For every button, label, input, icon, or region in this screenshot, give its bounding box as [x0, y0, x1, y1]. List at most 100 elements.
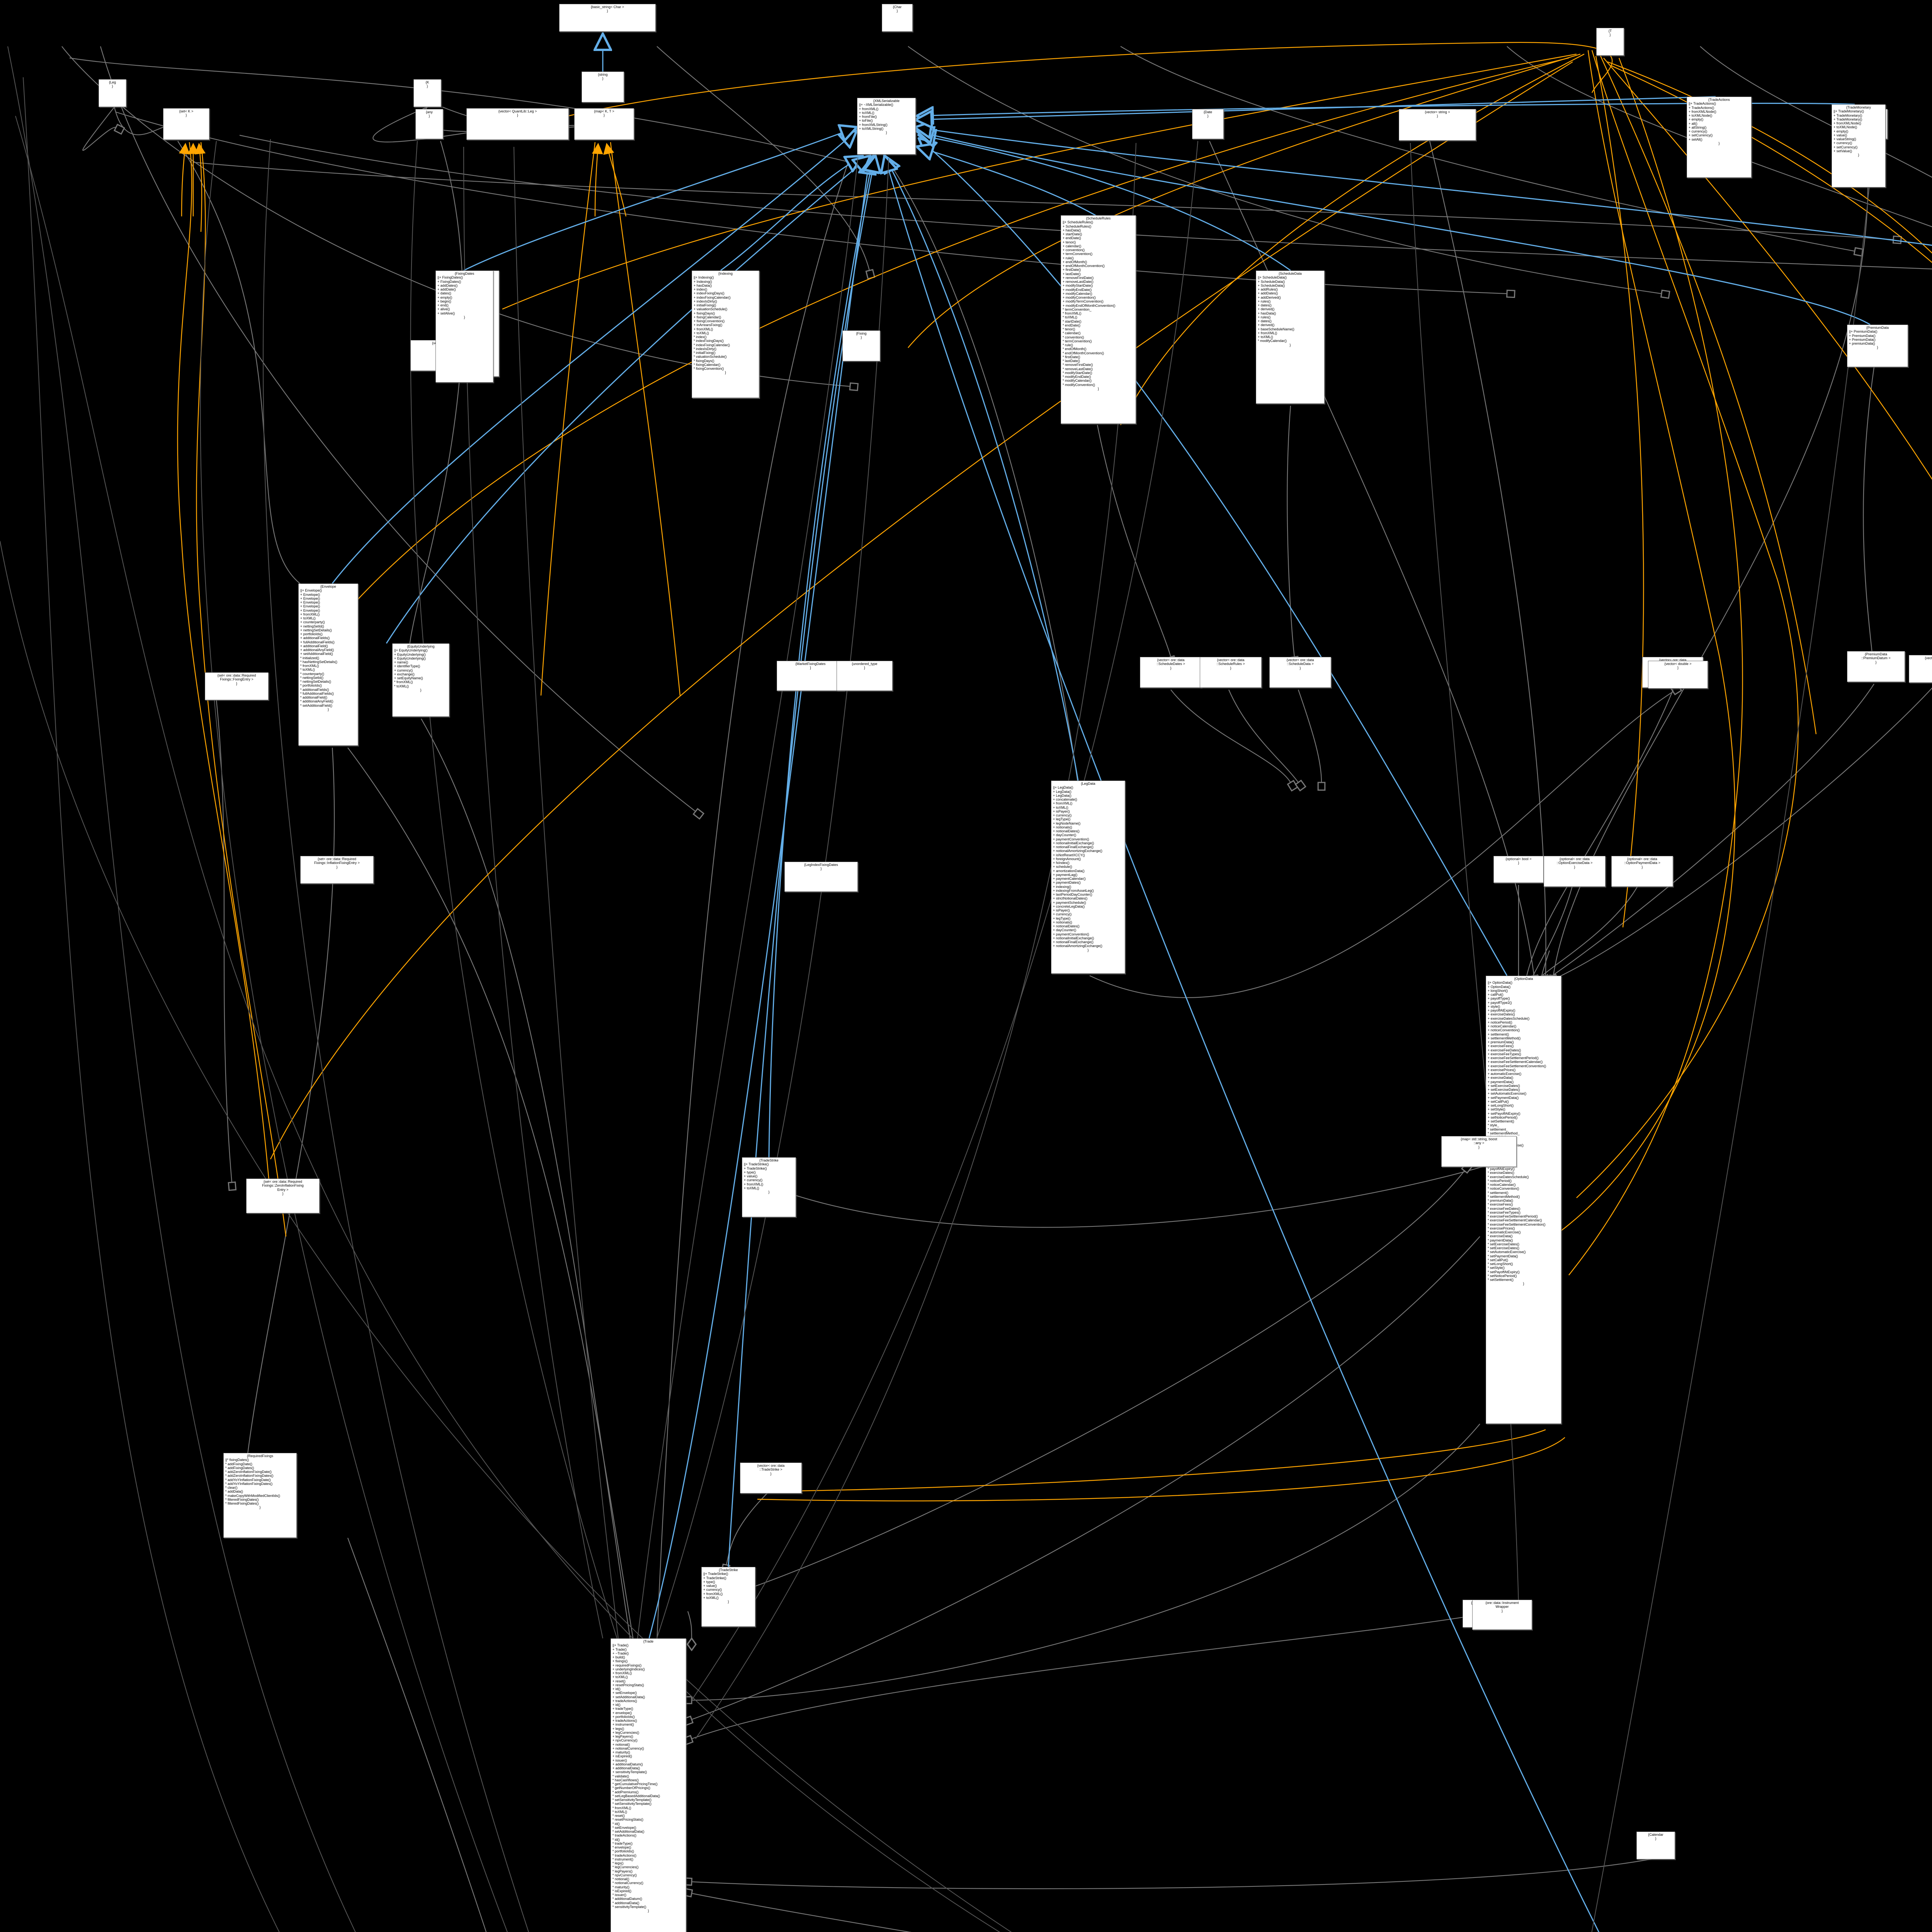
class-node-member: ||+ Trade()	[612, 1643, 629, 1648]
class-node-close-brace: }	[1097, 386, 1099, 391]
class-node-member: * setAdditionalData()	[612, 1830, 645, 1833]
class-node[interactable]: {ore::data::Instrument Wrapper}	[1472, 1600, 1532, 1630]
class-node[interactable]: {T}	[1596, 28, 1624, 56]
class-node-member: + setAdditionalField()	[300, 652, 333, 656]
class-node[interactable]: {TradeStrike||+ TradeStrike()+ TradeStri…	[742, 1157, 796, 1217]
class-node-member: * sensitivityTemplate()	[612, 1905, 646, 1909]
class-node[interactable]: {vector< ore::data ::ScheduleDates >}	[1140, 657, 1202, 688]
class-node[interactable]: {set< ore::data::Required Fixings::Infla…	[300, 856, 374, 884]
class-node-member: + currency()	[1053, 813, 1072, 817]
class-node[interactable]: {EquityUnderlying||+ EquityUnderlying()+…	[392, 643, 449, 717]
class-node-close-brace: }	[1518, 861, 1519, 865]
class-node[interactable]: {set< ore::data::Required Fixings::ZeroI…	[246, 1179, 320, 1213]
class-node-member: * maturity()	[612, 1885, 630, 1889]
class-node-member: ||+ ScheduleData()	[1258, 276, 1287, 280]
class-node[interactable]: {RequiredFixings||* fixingDates()* addFi…	[223, 1453, 297, 1538]
class-node-member: + setAll()	[1689, 137, 1702, 141]
class-node[interactable]: {vector< ore::data ::ScheduleData >}	[1269, 657, 1331, 688]
class-node-title: {ScheduleData	[1279, 272, 1302, 276]
class-node-member: + fromXML()	[859, 107, 879, 111]
class-node-member: * issuer()	[612, 1893, 627, 1897]
class-node[interactable]: {optional< ore::data ::OptionPaymentData…	[1611, 856, 1673, 887]
class-node[interactable]: {set< K >}	[163, 108, 209, 140]
class-node[interactable]: {Fixing}	[842, 330, 880, 361]
class-node[interactable]: {any}	[415, 109, 443, 139]
class-node[interactable]: {LegData||+ LegData()+ LegData()+ LegDat…	[1051, 781, 1125, 974]
class-node[interactable]: {TradeStrike||+ TradeStrike()+ TradeStri…	[701, 1567, 755, 1627]
class-node[interactable]: {TradeActions||+ TradeActions()+ TradeAc…	[1687, 97, 1752, 178]
class-node-member: + modifyStartDate()	[1063, 284, 1093, 288]
class-node-member: + initialFixing()	[694, 303, 716, 307]
class-node[interactable]: {vector< ore::data ::TradeStrike >}	[740, 1463, 802, 1493]
class-node[interactable]: {optional< ore::data ::OptionExerciseDat…	[1544, 856, 1605, 887]
class-node[interactable]: {Leg}	[99, 79, 126, 107]
class-node-member: * exerciseDates()	[1488, 1171, 1515, 1175]
class-node-member: + modifyConvention()	[1063, 296, 1096, 299]
class-node[interactable]: {TradeMonetary||+ TradeMonetary()+ Trade…	[1832, 104, 1886, 187]
class-node-member: * endOfMonth()	[1063, 347, 1087, 351]
class-node[interactable]: {string}	[582, 71, 624, 102]
class-node-member: + toXML()	[300, 616, 316, 620]
class-node[interactable]: {vector< ore::data ::ScheduleRules >}	[1200, 657, 1262, 688]
class-node[interactable]: {map< std::string, boost ::any >}	[1441, 1136, 1517, 1167]
class-node-member: + setStyle()	[1488, 1107, 1505, 1112]
class-node-member: * getNumberOfPricings()	[612, 1786, 651, 1790]
class-node-member: * addPremiums()	[612, 1790, 639, 1794]
class-node-member: + instrument()	[612, 1723, 634, 1727]
class-node-member: + fromXML()	[694, 327, 713, 331]
class-node-member: + rule()	[1063, 256, 1074, 260]
class-node-member: + PremiumData()	[1849, 337, 1876, 342]
class-node[interactable]: {XMLSerializable||+ ~XMLSerializable()+ …	[857, 98, 916, 155]
class-node-member: * setSensitivityTemplate()	[612, 1798, 652, 1802]
class-node[interactable]: {K}	[413, 79, 441, 107]
class-node[interactable]: {Date}	[1192, 109, 1224, 139]
class-node[interactable]: {optional< bool >}	[1493, 856, 1544, 883]
class-node-member: + legType()	[1053, 916, 1071, 920]
class-node-member: + valuationSchedule()	[694, 307, 728, 311]
class-node[interactable]: {vector< QuantLib::Leg >}	[466, 108, 569, 140]
class-node[interactable]: {OptionData||+ OptionData()+ OptionData(…	[1486, 976, 1561, 1424]
class-node[interactable]: {ScheduleRules||+ ScheduleRules()+ Sched…	[1061, 215, 1136, 424]
class-node[interactable]: {PremiumData||+ PremiumData()+ PremiumDa…	[1847, 325, 1908, 367]
class-node-title: {RequiredFixings	[247, 1454, 274, 1458]
class-node[interactable]: {Char}	[882, 4, 913, 32]
class-node-close-brace: }	[602, 77, 604, 81]
class-node-title: {MarketFixingDates	[795, 662, 826, 666]
class-node[interactable]: {PremiumData ::PremiumDatum >}	[1847, 651, 1905, 682]
class-node-member: + OptionData()	[1488, 985, 1511, 989]
class-node[interactable]: {ScheduleData||+ ScheduleData()+ Schedul…	[1256, 270, 1325, 404]
class-node[interactable]: {unordered_type}	[837, 661, 893, 691]
class-node-member: * paymentData()	[1488, 1238, 1513, 1242]
class-node-member: + callPut()	[1488, 993, 1503, 997]
class-node-member: * additionalDatum()	[612, 1897, 643, 1901]
class-node-member: * endDate()	[1063, 323, 1081, 327]
class-node-member: * setPayoffAtExpiry()	[1488, 1270, 1520, 1274]
class-node[interactable]: {basic_string< Char >}	[559, 4, 656, 32]
class-node-member: * tradeActions()	[612, 1833, 637, 1838]
class-node[interactable]: {vector< double >}	[1648, 661, 1708, 689]
class-node[interactable]: {Calendar}	[1636, 1832, 1675, 1859]
class-node-member: + additionalField()	[300, 644, 328, 648]
class-node[interactable]: {set< ore::data::Required Fixings::Fixin…	[205, 672, 269, 700]
class-node[interactable]: {Envelope||+ Envelope()+ Envelope()+ Env…	[298, 583, 358, 746]
class-node[interactable]: {FixingDates||+ FixingDates()+ FixingDat…	[435, 270, 493, 383]
class-node[interactable]: {Trade||+ Trade()+ Trade()+ ~Trade()+ bu…	[611, 1638, 686, 1932]
class-node[interactable]: {LegIndexFixingDates}	[784, 862, 858, 892]
class-node-member: * exerciseFeeSettlementCalendar()	[1488, 1218, 1542, 1223]
class-node-member: ||+ ScheduleRules()	[1063, 220, 1093, 224]
class-node-member: * rule()	[1063, 343, 1073, 347]
class-node-member: + calendar()	[1063, 244, 1082, 248]
class-node-member: + dates()	[1258, 319, 1272, 323]
class-node[interactable]: {vector< Date >}	[1909, 655, 1932, 683]
class-node[interactable]: {map< K, T >}	[574, 108, 634, 140]
class-node-member: * indexIsDirty()	[694, 347, 717, 351]
class-node-member: * fromXML()	[300, 664, 319, 668]
class-node-member: + paymentData()	[1488, 1080, 1514, 1084]
class-node-member: * portfolioIds()	[612, 1849, 634, 1854]
class-node-member: + fromXML()	[300, 612, 320, 616]
class-node-member: * setPaymentData()	[1488, 1254, 1518, 1258]
class-node[interactable]: {Indexing||+ Indexing()+ Indexing()+ has…	[692, 270, 759, 398]
class-node[interactable]: {vector< string >}	[1399, 109, 1476, 141]
class-node-member: * validate()	[612, 1774, 629, 1778]
class-node[interactable]: {MarketFixingDates}	[777, 661, 844, 691]
